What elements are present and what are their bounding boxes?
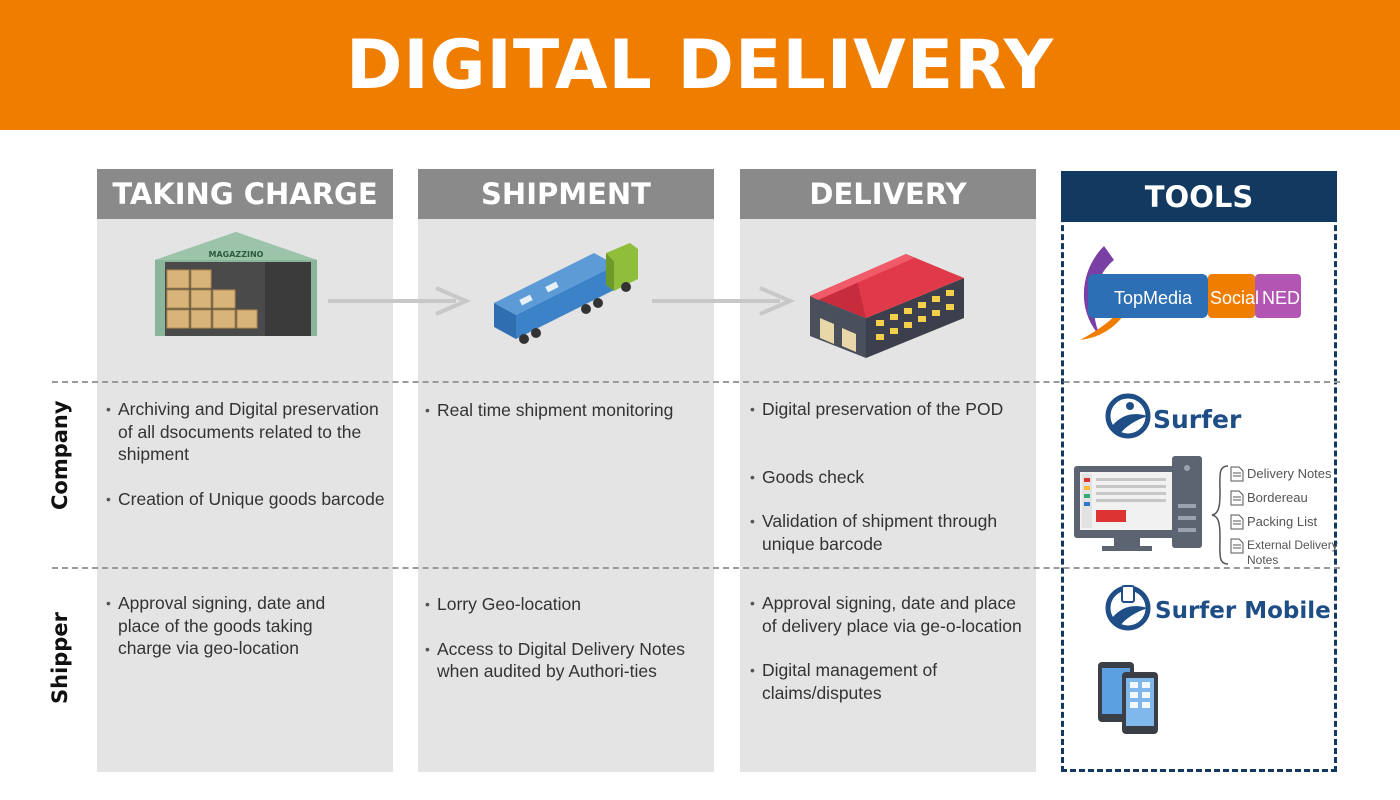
truck-icon — [494, 243, 638, 344]
row-label-company: Company — [48, 400, 72, 510]
cell-company-delivery: Digital preservation of the POD Goods ch… — [750, 398, 1030, 555]
column-header-shipment: SHIPMENT — [418, 169, 714, 219]
list-item: Real time shipment monitoring — [425, 399, 705, 422]
row-divider — [52, 567, 1340, 569]
warehouse-sign: MAGAZZINO — [209, 250, 264, 259]
list-item: Approval signing, date and place of the … — [106, 592, 346, 660]
row-divider — [52, 381, 1340, 383]
list-item: Archiving and Digital preservation of al… — [106, 398, 386, 466]
document-icon — [1230, 466, 1244, 482]
list-item: Lorry Geo-location — [425, 593, 705, 616]
brand-topmedia: TopMedia — [1114, 288, 1193, 308]
column-header-taking-charge: TAKING CHARGE — [97, 169, 393, 219]
list-item: Digital management of claims/disputes — [750, 659, 970, 704]
brand-ned: NED — [1262, 288, 1300, 308]
tools-header: TOOLS — [1061, 171, 1337, 222]
document-icon — [1230, 490, 1244, 506]
list-item: Goods check — [750, 466, 1030, 489]
page-title: DIGITAL DELIVERY — [345, 25, 1055, 105]
cell-shipper-taking-charge: Approval signing, date and place of the … — [106, 592, 386, 660]
brace-icon — [1211, 465, 1229, 565]
list-item: Digital preservation of the POD — [750, 398, 1030, 421]
document-label: Bordereau — [1247, 490, 1308, 505]
list-item: Validation of shipment through unique ba… — [750, 510, 1030, 555]
surfer-mobile-logo-icon — [1105, 585, 1151, 631]
surfer-label: Surfer — [1153, 405, 1242, 434]
topmedia-logo-icon: TopMedia Social NED — [1080, 246, 1301, 340]
tools-panel: TOOLS — [1061, 171, 1337, 772]
cell-company-shipment: Real time shipment monitoring — [425, 399, 705, 422]
arrow-right-icon — [652, 286, 796, 316]
surfer-mobile-label: Surfer Mobile — [1155, 598, 1331, 624]
document-label: Packing List — [1247, 514, 1318, 529]
document-item: External Delivery Notes — [1230, 538, 1340, 568]
computer-icon — [1074, 456, 1202, 551]
arrow-right-icon — [328, 286, 472, 316]
document-label: Delivery Notes — [1247, 466, 1332, 481]
brand-social: Social — [1210, 288, 1259, 308]
list-item: Access to Digital Delivery Notes when au… — [425, 638, 701, 683]
list-item: Approval signing, date and place of deli… — [750, 592, 1022, 637]
document-icon — [1230, 538, 1244, 554]
document-list: Delivery Notes Bordereau Packing List Ex… — [1230, 466, 1340, 576]
column-header-delivery: DELIVERY — [740, 169, 1036, 219]
cell-shipper-shipment: Lorry Geo-location Access to Digital Del… — [425, 593, 705, 683]
document-item: Packing List — [1230, 514, 1340, 530]
document-item: Delivery Notes — [1230, 466, 1340, 482]
row-label-shipper: Shipper — [48, 612, 72, 704]
warehouse-icon: MAGAZZINO — [155, 232, 317, 336]
title-banner: DIGITAL DELIVERY — [0, 0, 1400, 130]
list-item: Creation of Unique goods barcode — [106, 488, 386, 511]
mobile-devices-icon — [1098, 662, 1158, 734]
document-item: Bordereau — [1230, 490, 1340, 506]
document-icon — [1230, 514, 1244, 530]
document-label: External Delivery Notes — [1247, 538, 1338, 567]
surfer-logo-icon — [1105, 393, 1151, 439]
cell-company-taking-charge: Archiving and Digital preservation of al… — [106, 398, 386, 510]
cell-shipper-delivery: Approval signing, date and place of deli… — [750, 592, 1030, 704]
warehouse-building-icon — [810, 254, 964, 358]
